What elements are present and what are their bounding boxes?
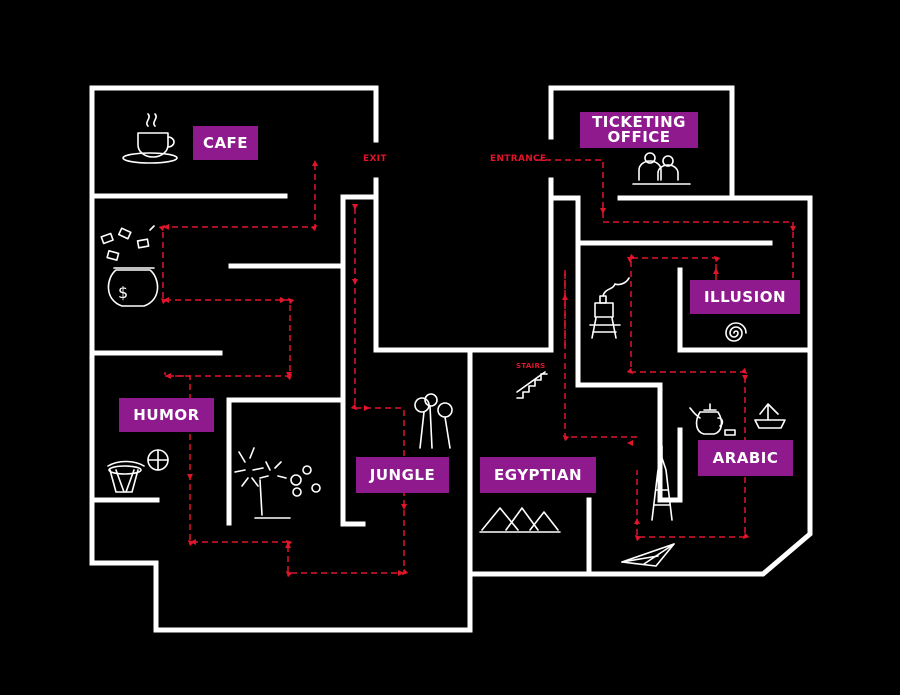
- trees-icon: [414, 393, 453, 449]
- svg-text:$: $: [118, 283, 128, 302]
- basketball-hoop-icon: [107, 449, 169, 493]
- room-label-arabic[interactable]: ARABIC: [698, 440, 793, 476]
- burj-tower-icon: [651, 445, 673, 521]
- coffee-cup-icon: [122, 113, 178, 164]
- fireworks-icon: [234, 447, 321, 519]
- people-at-counter-icon: [632, 152, 691, 185]
- stairs-icon: [516, 371, 548, 399]
- room-label-humor[interactable]: HUMOR: [119, 398, 214, 432]
- teapot-and-ship-icon: [689, 403, 786, 436]
- walls: [89, 85, 813, 633]
- visitor-route: [158, 159, 794, 578]
- route-arrows: [163, 160, 796, 576]
- entrance-marker: ENTRANCE: [490, 154, 547, 164]
- room-label-cafe[interactable]: CAFE: [193, 126, 258, 160]
- stairs-marker: STAIRS: [516, 362, 546, 370]
- room-label-egyptian[interactable]: EGYPTIAN: [480, 457, 596, 493]
- pyramids-icon: [479, 507, 561, 533]
- paper-plane-icon: [621, 543, 675, 567]
- exit-marker: EXIT: [363, 154, 387, 164]
- room-label-illusion[interactable]: ILLUSION: [690, 280, 800, 314]
- steam-train-icon: [589, 277, 630, 339]
- spiral-icon: [725, 322, 747, 342]
- room-label-jungle[interactable]: JUNGLE: [356, 457, 449, 493]
- room-label-ticketing-office[interactable]: TICKETING OFFICE: [580, 112, 698, 148]
- money-bag-icon: $: [100, 225, 159, 307]
